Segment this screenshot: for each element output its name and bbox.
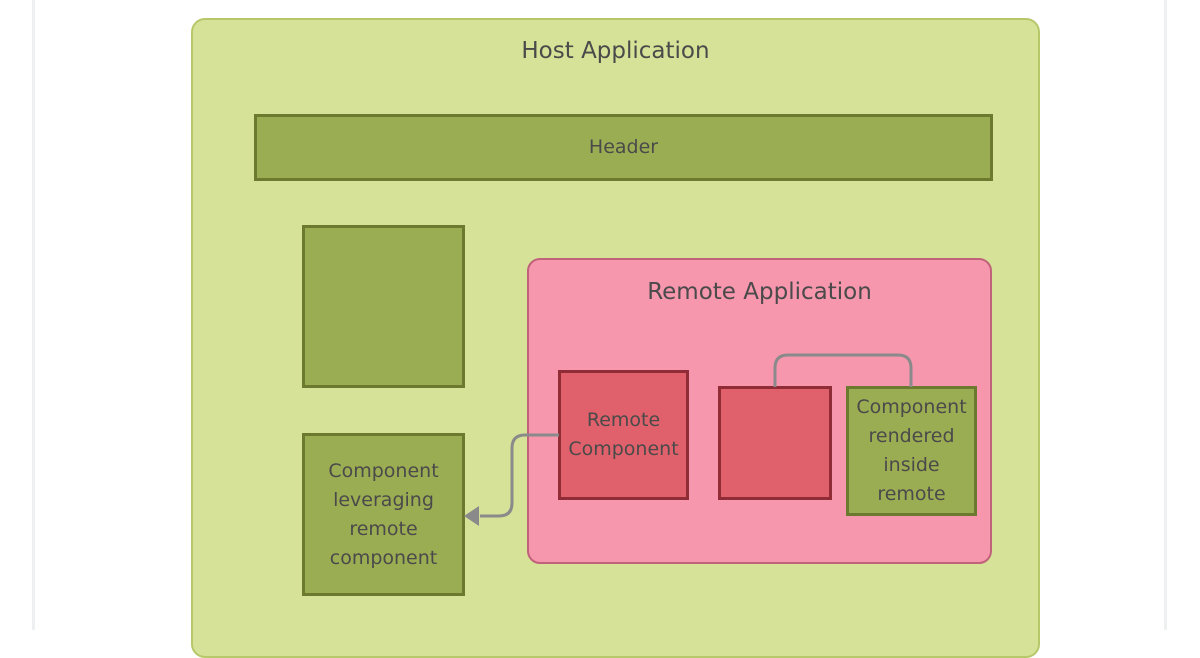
header-block: Header	[254, 114, 993, 181]
remote-component: Remote Component	[558, 370, 689, 500]
header-label: Header	[588, 136, 659, 158]
remote-application-title: Remote Application	[647, 279, 872, 305]
remote-container-component	[718, 386, 832, 500]
host-application-title: Host Application	[521, 38, 710, 64]
placeholder-component	[302, 225, 465, 388]
leveraging-component-label: Component leveraging remote component	[328, 459, 439, 569]
remote-component-label: Remote Component	[568, 409, 679, 460]
leveraging-component: Component leveraging remote component	[302, 433, 465, 596]
rendered-inside-component: Component rendered inside remote	[846, 386, 977, 516]
rendered-inside-label: Component rendered inside remote	[856, 396, 967, 505]
